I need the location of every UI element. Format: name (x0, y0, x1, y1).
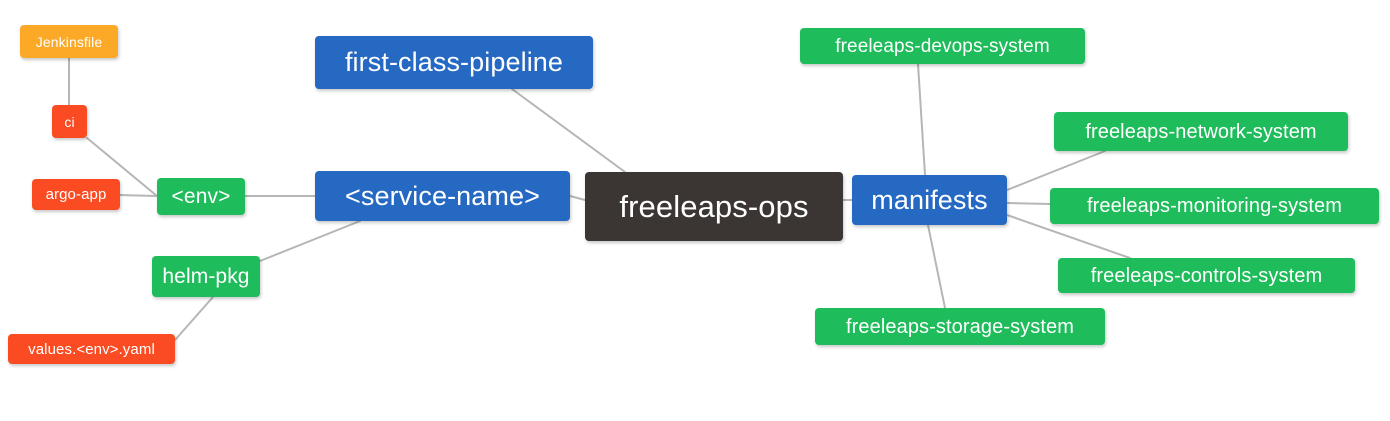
edge-values-yaml-to-helm-pkg (174, 296, 214, 341)
node-service-name[interactable]: <service-name> (315, 171, 570, 221)
node-ci[interactable]: ci (52, 105, 87, 138)
node-env[interactable]: <env> (157, 178, 245, 215)
node-monitoring[interactable]: freeleaps-monitoring-system (1050, 188, 1379, 224)
node-storage[interactable]: freeleaps-storage-system (815, 308, 1105, 345)
edge-helm-pkg-to-service-name (259, 220, 361, 262)
node-jenkinsfile[interactable]: Jenkinsfile (20, 25, 118, 58)
edge-argo-app-to-env (119, 194, 158, 197)
edge-service-name-to-freeleaps-ops (569, 195, 586, 201)
edge-manifests-to-monitoring (1006, 202, 1051, 205)
node-argo-app[interactable]: argo-app (32, 179, 120, 210)
node-controls[interactable]: freeleaps-controls-system (1058, 258, 1355, 293)
node-values-yaml[interactable]: values.<env>.yaml (8, 334, 175, 364)
node-helm-pkg[interactable]: helm-pkg (152, 256, 260, 297)
edge-manifests-to-storage (927, 224, 946, 309)
node-devops[interactable]: freeleaps-devops-system (800, 28, 1085, 64)
edge-manifests-to-network (1006, 150, 1106, 191)
edge-pipeline-to-freeleaps-ops (511, 88, 626, 173)
node-freeleaps-ops[interactable]: freeleaps-ops (585, 172, 843, 241)
node-manifests[interactable]: manifests (852, 175, 1007, 225)
edge-manifests-to-devops (917, 63, 926, 176)
edge-manifests-to-controls (1006, 214, 1131, 259)
node-pipeline[interactable]: first-class-pipeline (315, 36, 593, 89)
node-network[interactable]: freeleaps-network-system (1054, 112, 1348, 151)
edge-ci-to-env (86, 137, 158, 197)
